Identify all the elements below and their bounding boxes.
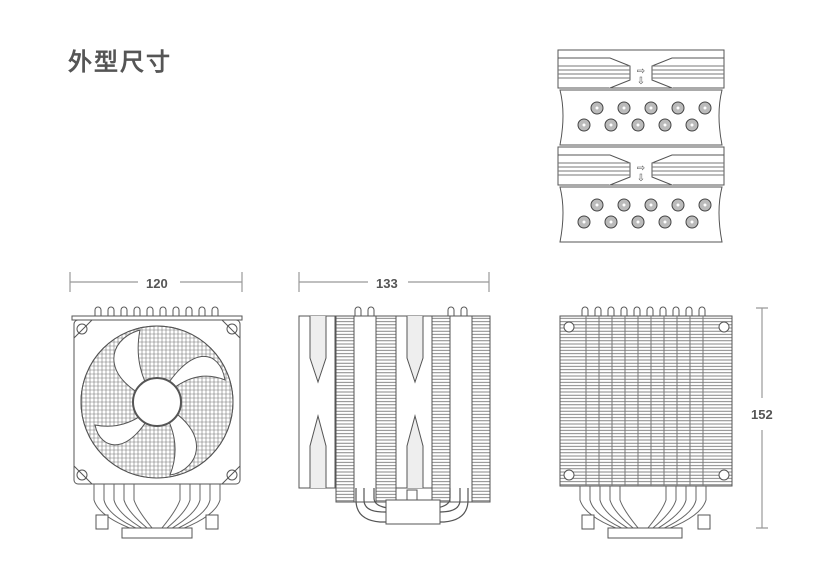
top-view: ⇨ ⇩ [557,49,725,243]
front-view-fan [71,306,243,539]
side-view [298,306,491,525]
back-view-fins [559,306,733,539]
svg-text:⇨: ⇨ [637,66,645,77]
height-dimension-label: 152 [751,407,773,422]
svg-text:⇩: ⇩ [637,76,645,87]
width-dimension-label: 120 [142,276,172,291]
depth-dimension-label: 133 [372,276,402,291]
page-title: 外型尺寸 [68,48,172,76]
dimension-lines [69,272,768,529]
